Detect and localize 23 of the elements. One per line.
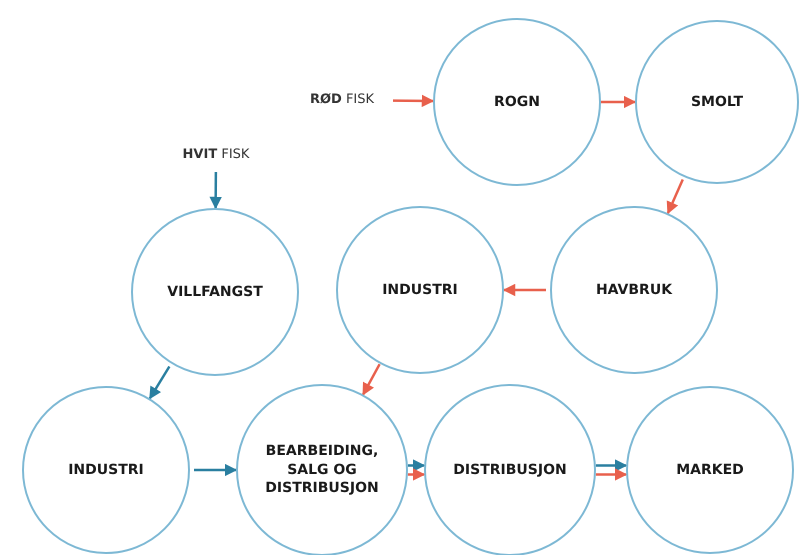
stage-label: SMOLT (690, 92, 744, 112)
stage-label: DISTRIBUSJON (452, 460, 568, 480)
stage-label: MARKED (675, 460, 745, 480)
arrow (209, 172, 222, 210)
arrow (596, 459, 628, 472)
arrow (502, 284, 546, 296)
source-label: HVIT FISK (182, 146, 250, 164)
arrow (408, 459, 426, 472)
arrow (601, 96, 636, 108)
stage-label: VILLFANGST (166, 282, 264, 302)
stage-label: ROGN (493, 92, 541, 112)
arrow (596, 468, 628, 481)
stage-label: INDUSTRI (381, 280, 459, 300)
arrow (408, 468, 426, 481)
stage-label: BEARBEIDING, SALG OG DISTRIBUSJON (264, 442, 380, 498)
stage-label: INDUSTRI (67, 460, 145, 480)
arrow (666, 179, 684, 214)
arrow (392, 94, 434, 108)
arrow (362, 364, 381, 396)
stage-label: HAVBRUK (594, 280, 674, 300)
arrow (148, 366, 170, 400)
source-label: RØD FISK (310, 91, 374, 109)
arrow (194, 464, 238, 476)
